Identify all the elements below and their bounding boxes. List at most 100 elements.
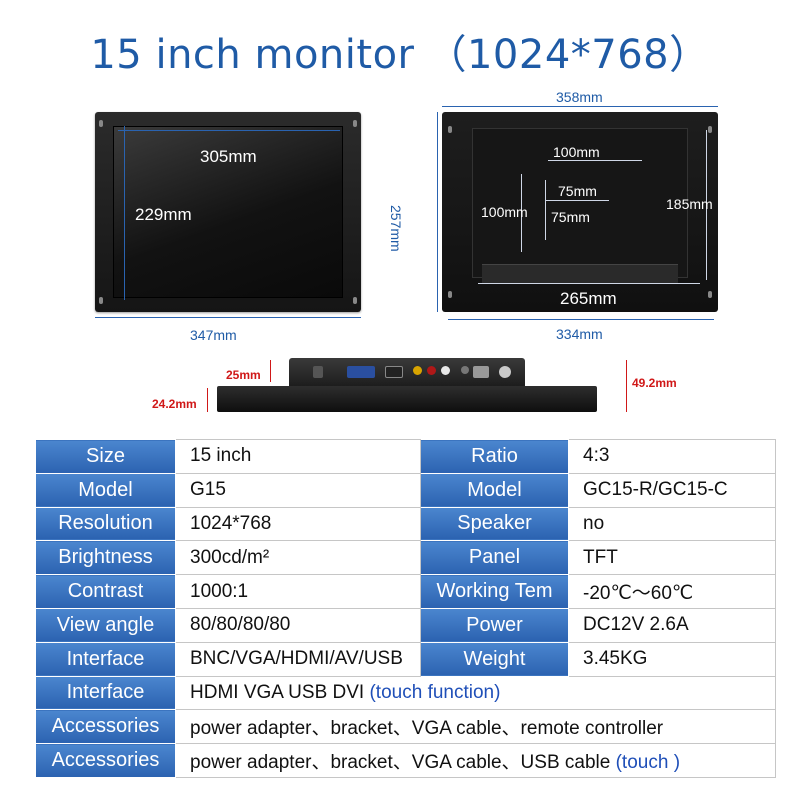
back-inner-width-label: 265mm	[560, 289, 617, 308]
front-screen-width-label: 305mm	[200, 147, 257, 166]
spec-value: HDMI VGA USB DVI (touch function)	[175, 675, 776, 711]
spec-label: Speaker	[420, 506, 569, 542]
spec-row: Accessories power adapter、bracket、VGA cab…	[35, 743, 776, 778]
mount-hole	[353, 120, 357, 127]
spec-value: TFT	[568, 540, 776, 576]
side-bottom-depth-label: 24.2mm	[152, 397, 197, 411]
dimension-line	[626, 360, 627, 412]
spec-label: Ratio	[420, 439, 569, 474]
spec-label: Panel	[420, 540, 569, 576]
front-outer-width-label: 347mm	[190, 327, 237, 343]
dimension-line	[207, 388, 208, 412]
spec-value: power adapter、bracket、VGA cable、remote c…	[175, 709, 776, 745]
dimension-line	[545, 200, 609, 201]
back-outer-width-label: 358mm	[556, 89, 603, 105]
av-port-icon	[427, 366, 436, 375]
port-icon	[313, 366, 323, 378]
spec-value: no	[568, 506, 776, 542]
back-vesa-v2-label: 75mm	[551, 209, 590, 225]
back-port-strip	[482, 264, 678, 284]
spec-label: Interface	[35, 641, 176, 677]
mount-hole	[708, 291, 712, 298]
dimension-line	[521, 174, 522, 252]
mount-hole	[448, 126, 452, 133]
back-vesa-v1-label: 100mm	[481, 204, 528, 220]
power-port-icon	[461, 366, 469, 374]
spec-label: Size	[35, 439, 176, 474]
side-top-depth-label: 25mm	[226, 368, 261, 382]
spec-value: 1000:1	[175, 574, 421, 609]
vga-port-icon	[347, 366, 375, 378]
dimension-line	[548, 160, 642, 161]
spec-value-text: HDMI VGA USB DVI	[190, 681, 370, 703]
back-bottom-width-label: 334mm	[556, 326, 603, 342]
page-title: 15 inch monitor（1024*768）	[0, 22, 800, 80]
mount-hole	[448, 291, 452, 298]
back-vesa-h1-label: 100mm	[553, 144, 600, 160]
dimension-line	[545, 180, 546, 240]
av-port-icon	[413, 366, 422, 375]
spec-value: 15 inch	[175, 439, 421, 474]
spec-value: 80/80/80/80	[175, 607, 421, 643]
spec-value: 1024*768	[175, 506, 421, 542]
spec-value: G15	[175, 472, 421, 508]
spec-value-text: power adapter、bracket、VGA cable、remote c…	[190, 718, 664, 740]
back-plate	[472, 128, 688, 278]
side-port-panel	[289, 358, 525, 386]
mount-hole	[708, 126, 712, 133]
spec-note: (touch function)	[369, 681, 501, 703]
dimension-line	[478, 283, 700, 284]
spec-value: 4:3	[568, 439, 776, 474]
spec-label: Accessories	[35, 709, 176, 745]
dimension-line	[270, 360, 271, 382]
spec-label: Weight	[420, 641, 569, 677]
spec-label: Brightness	[35, 540, 176, 576]
dimension-line	[124, 126, 125, 300]
front-screen-height-label: 229mm	[135, 205, 192, 224]
dimension-line	[437, 112, 438, 312]
spec-label: Working Tem	[420, 574, 569, 609]
mount-hole	[99, 120, 103, 127]
spec-label: Interface	[35, 675, 176, 711]
spec-value: BNC/VGA/HDMI/AV/USB	[175, 641, 421, 677]
spec-value: 300cd/m²	[175, 540, 421, 576]
usb-port-icon	[473, 366, 489, 378]
dimension-line	[118, 130, 340, 131]
mount-hole	[99, 297, 103, 304]
spec-value: GC15-R/GC15-C	[568, 472, 776, 508]
spec-label: Power	[420, 607, 569, 643]
spec-label: Contrast	[35, 574, 176, 609]
title-resolution: （1024*768）	[426, 32, 710, 78]
dimension-line	[448, 319, 714, 320]
spec-value: power adapter、bracket、VGA cable、USB cabl…	[175, 743, 776, 778]
spec-label: Accessories	[35, 743, 176, 778]
side-profile	[217, 358, 597, 415]
spec-row: Accessories power adapter、bracket、VGA cab…	[35, 709, 776, 745]
mount-hole	[353, 297, 357, 304]
spec-label: Model	[420, 472, 569, 508]
back-inner-height-label: 185mm	[666, 196, 713, 212]
hdmi-port-icon	[385, 366, 403, 378]
back-vesa-h2-label: 75mm	[558, 183, 597, 199]
spec-label: Resolution	[35, 506, 176, 542]
spec-note: (touch )	[615, 752, 681, 774]
spec-value: -20℃～60℃	[568, 574, 776, 609]
side-total-depth-label: 49.2mm	[632, 376, 677, 390]
dimension-line	[442, 106, 718, 107]
back-view-monitor	[442, 112, 718, 312]
front-screen	[113, 126, 343, 298]
spec-value: 3.45KG	[568, 641, 776, 677]
title-main: 15 inch monitor	[90, 32, 415, 78]
dimension-line	[706, 130, 707, 280]
back-outer-height-label: 257mm	[388, 205, 404, 252]
av-port-icon	[441, 366, 450, 375]
spec-value-text: power adapter、bracket、VGA cable、USB cabl…	[190, 752, 616, 774]
side-bezel	[217, 386, 597, 412]
